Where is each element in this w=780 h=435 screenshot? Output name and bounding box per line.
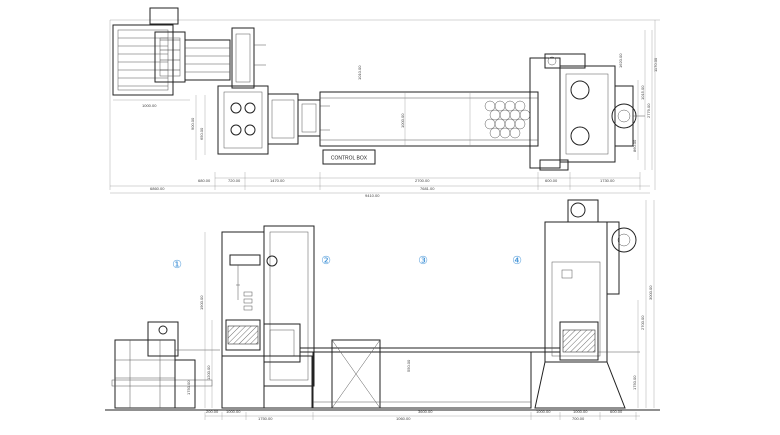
machine-unit-top bbox=[529, 53, 645, 171]
dim-v7: 1750.00 bbox=[186, 380, 191, 395]
dim-b1: 200.00 bbox=[206, 409, 219, 414]
station-marker-4: ④ bbox=[512, 255, 522, 267]
dim-d5: 600.00 bbox=[545, 178, 558, 183]
front-view: ① ② ③ ④ bbox=[105, 199, 660, 421]
dim-d14: 1000.00 bbox=[400, 113, 405, 128]
dim-d15: 2779.00 bbox=[646, 103, 651, 118]
feeder-unit-front bbox=[111, 321, 220, 409]
dim-d7: 6860.00 bbox=[150, 186, 165, 191]
dim-d4: 2700.00 bbox=[415, 178, 430, 183]
conveyor-top bbox=[319, 91, 539, 147]
dim-d2: 680.00 bbox=[198, 178, 211, 183]
dim-d17: 860.00 bbox=[632, 139, 637, 152]
front-dimensions bbox=[204, 200, 655, 420]
dim-b5: 1000.00 bbox=[573, 409, 588, 414]
dim-d10: 1000.00 bbox=[142, 103, 157, 108]
press-unit-front bbox=[221, 225, 315, 409]
dim-v6: 550.00 bbox=[406, 359, 411, 372]
dim-b9: 700.00 bbox=[572, 416, 585, 421]
control-box-outline bbox=[322, 149, 376, 165]
feeder-unit-top bbox=[112, 7, 266, 96]
press-unit-top bbox=[217, 85, 330, 155]
dim-v5: 1750.00 bbox=[632, 375, 637, 390]
station-marker-3: ③ bbox=[418, 255, 428, 267]
dim-v1: 1900.00 bbox=[199, 295, 204, 310]
dim-b2: 1000.00 bbox=[226, 409, 241, 414]
conveyor-front bbox=[300, 339, 560, 409]
dim-d16: 1015.00 bbox=[640, 85, 645, 100]
top-dimensions bbox=[110, 30, 653, 194]
dim-d1: 720.00 bbox=[228, 178, 241, 183]
dim-d8: 7681.00 bbox=[420, 186, 435, 191]
dim-b3: 3600.00 bbox=[418, 409, 433, 414]
dim-b4: 1000.00 bbox=[536, 409, 551, 414]
dim-b7: 1750.00 bbox=[258, 416, 273, 421]
top-view: CONTROL BOX bbox=[109, 7, 660, 198]
station-marker-2: ② bbox=[321, 255, 331, 267]
dim-b6: 600.00 bbox=[610, 409, 623, 414]
dim-b8: 1060.00 bbox=[396, 416, 411, 421]
control-box-label: CONTROL BOX bbox=[331, 156, 368, 162]
dim-d18: 1170.00 bbox=[653, 57, 658, 72]
dim-v3: 3000.00 bbox=[648, 285, 653, 300]
dim-d19: 1620.00 bbox=[618, 53, 623, 68]
dim-d3: 1470.00 bbox=[270, 178, 285, 183]
stacked-parts bbox=[484, 100, 531, 139]
machine-unit-front bbox=[534, 199, 640, 409]
station-marker-1: ① bbox=[172, 259, 182, 271]
dim-d11: 900.00 bbox=[190, 117, 195, 130]
dim-v2: 1200.00 bbox=[206, 365, 211, 380]
dim-d6: 1730.00 bbox=[600, 178, 615, 183]
dim-v4: 2700.00 bbox=[640, 315, 645, 330]
dim-d13: 1010.00 bbox=[357, 65, 362, 80]
dim-d9: 9410.00 bbox=[365, 193, 380, 198]
dim-d12: 650.00 bbox=[199, 127, 204, 140]
